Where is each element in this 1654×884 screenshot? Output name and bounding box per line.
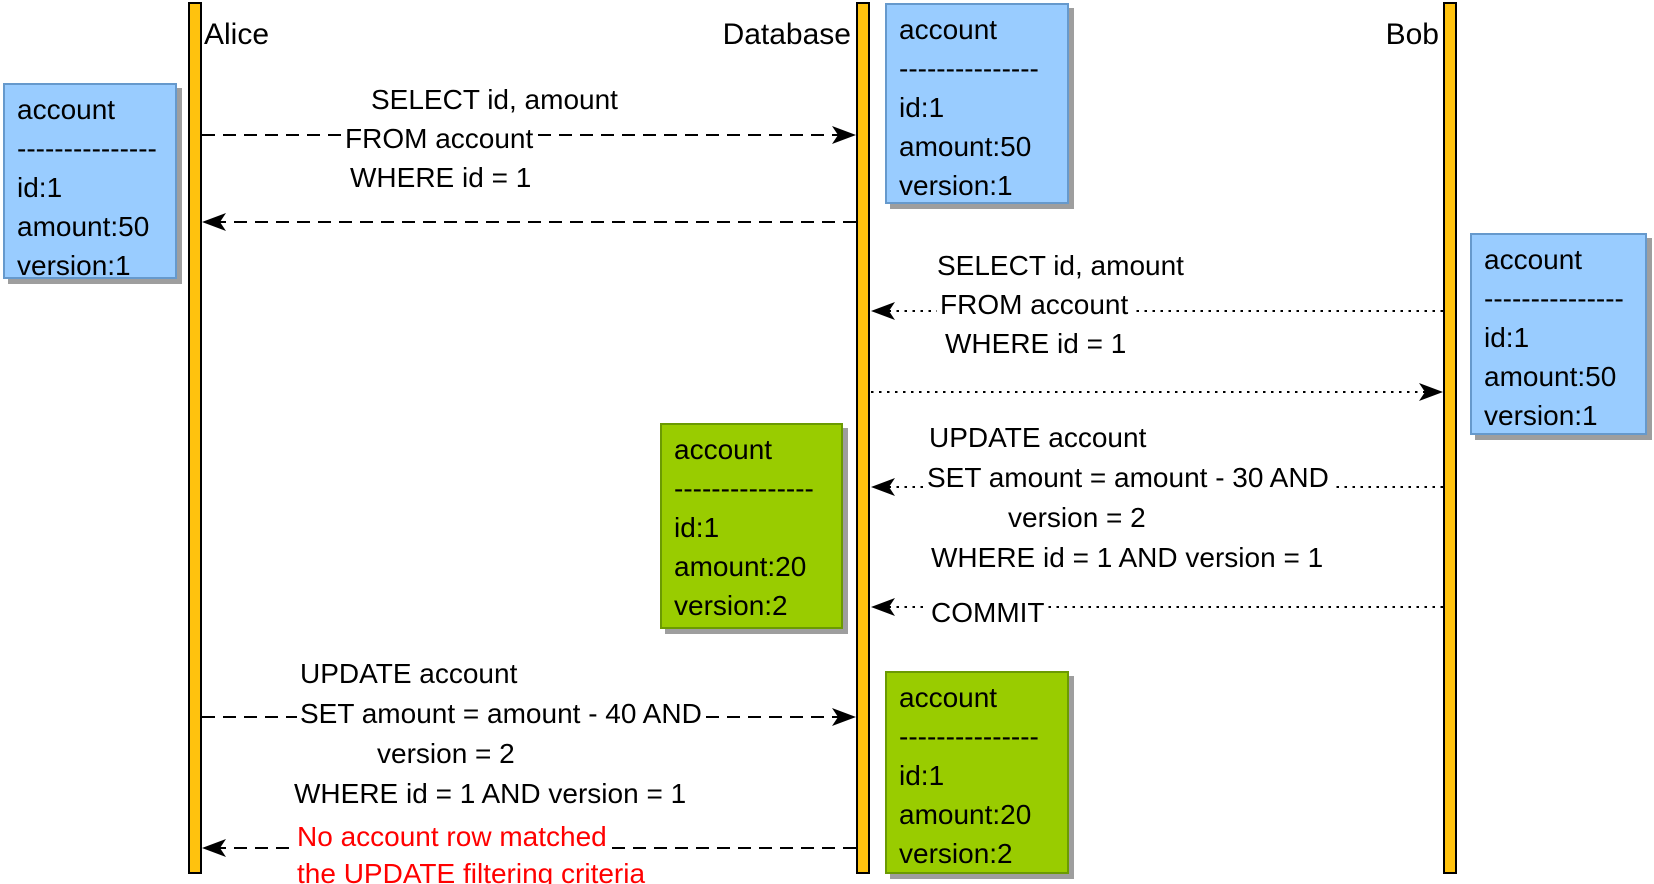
lifeline-database: [856, 2, 870, 874]
note-line: amount:20: [899, 799, 1032, 830]
note-line: id:1: [899, 92, 945, 123]
note-line: id:1: [1484, 322, 1530, 353]
message-label-bob-select: SELECT id, amount FROM account WHERE id …: [934, 246, 1187, 363]
note-line: account: [899, 14, 998, 45]
arrow-db-bob-select-return: [871, 383, 1443, 401]
note-bob-account-v1: account --------------- id:1 amount:50 v…: [1470, 233, 1647, 435]
note-line: version:1: [899, 170, 1013, 201]
actor-label-alice: Alice: [204, 18, 270, 51]
message-label-bob-update: UPDATE account SET amount = amount - 30 …: [924, 418, 1332, 578]
note-line: id:1: [899, 760, 945, 791]
note-line: amount:50: [17, 211, 150, 242]
message-label-alice-update: UPDATE account SET amount = amount - 40 …: [291, 654, 705, 814]
note-db-account-v2-final: account --------------- id:1 amount:20 v…: [885, 671, 1069, 874]
note-line: version:2: [674, 590, 788, 621]
note-separator: ---------------: [674, 473, 814, 504]
note-separator: ---------------: [17, 133, 157, 164]
note-db-account-v2: account --------------- id:1 amount:20 v…: [660, 423, 843, 629]
actor-label-bob: Bob: [1385, 18, 1439, 51]
note-line: account: [17, 94, 116, 125]
message-label-bob-commit: COMMIT: [928, 593, 1048, 632]
note-line: id:1: [674, 512, 720, 543]
note-line: id:1: [17, 172, 63, 203]
note-line: amount:50: [899, 131, 1032, 162]
note-db-account-v1: account --------------- id:1 amount:50 v…: [885, 3, 1069, 204]
note-line: amount:50: [1484, 361, 1617, 392]
note-line: amount:20: [674, 551, 807, 582]
actor-label-database: Database: [722, 18, 851, 51]
lifeline-bob: [1443, 2, 1457, 874]
arrow-bob-commit: [871, 598, 1443, 616]
note-separator: ---------------: [899, 721, 1039, 752]
arrow-bob-select: [871, 302, 1443, 320]
message-label-alice-select: SELECT id, amount FROM account WHERE id …: [342, 80, 621, 197]
note-line: account: [1484, 244, 1583, 275]
arrow-db-alice-select-return: [202, 213, 856, 231]
note-separator: ---------------: [1484, 283, 1624, 314]
note-line: version:1: [1484, 400, 1598, 431]
message-label-update-failed: No account row matched the UPDATE filter…: [294, 818, 649, 884]
note-line: version:2: [899, 838, 1013, 869]
note-line: version:1: [17, 250, 131, 281]
note-separator: ---------------: [899, 53, 1039, 84]
note-line: account: [674, 434, 773, 465]
note-line: account: [899, 682, 998, 713]
lifeline-alice: [188, 2, 202, 874]
note-alice-account-v1: account --------------- id:1 amount:50 v…: [3, 83, 177, 281]
